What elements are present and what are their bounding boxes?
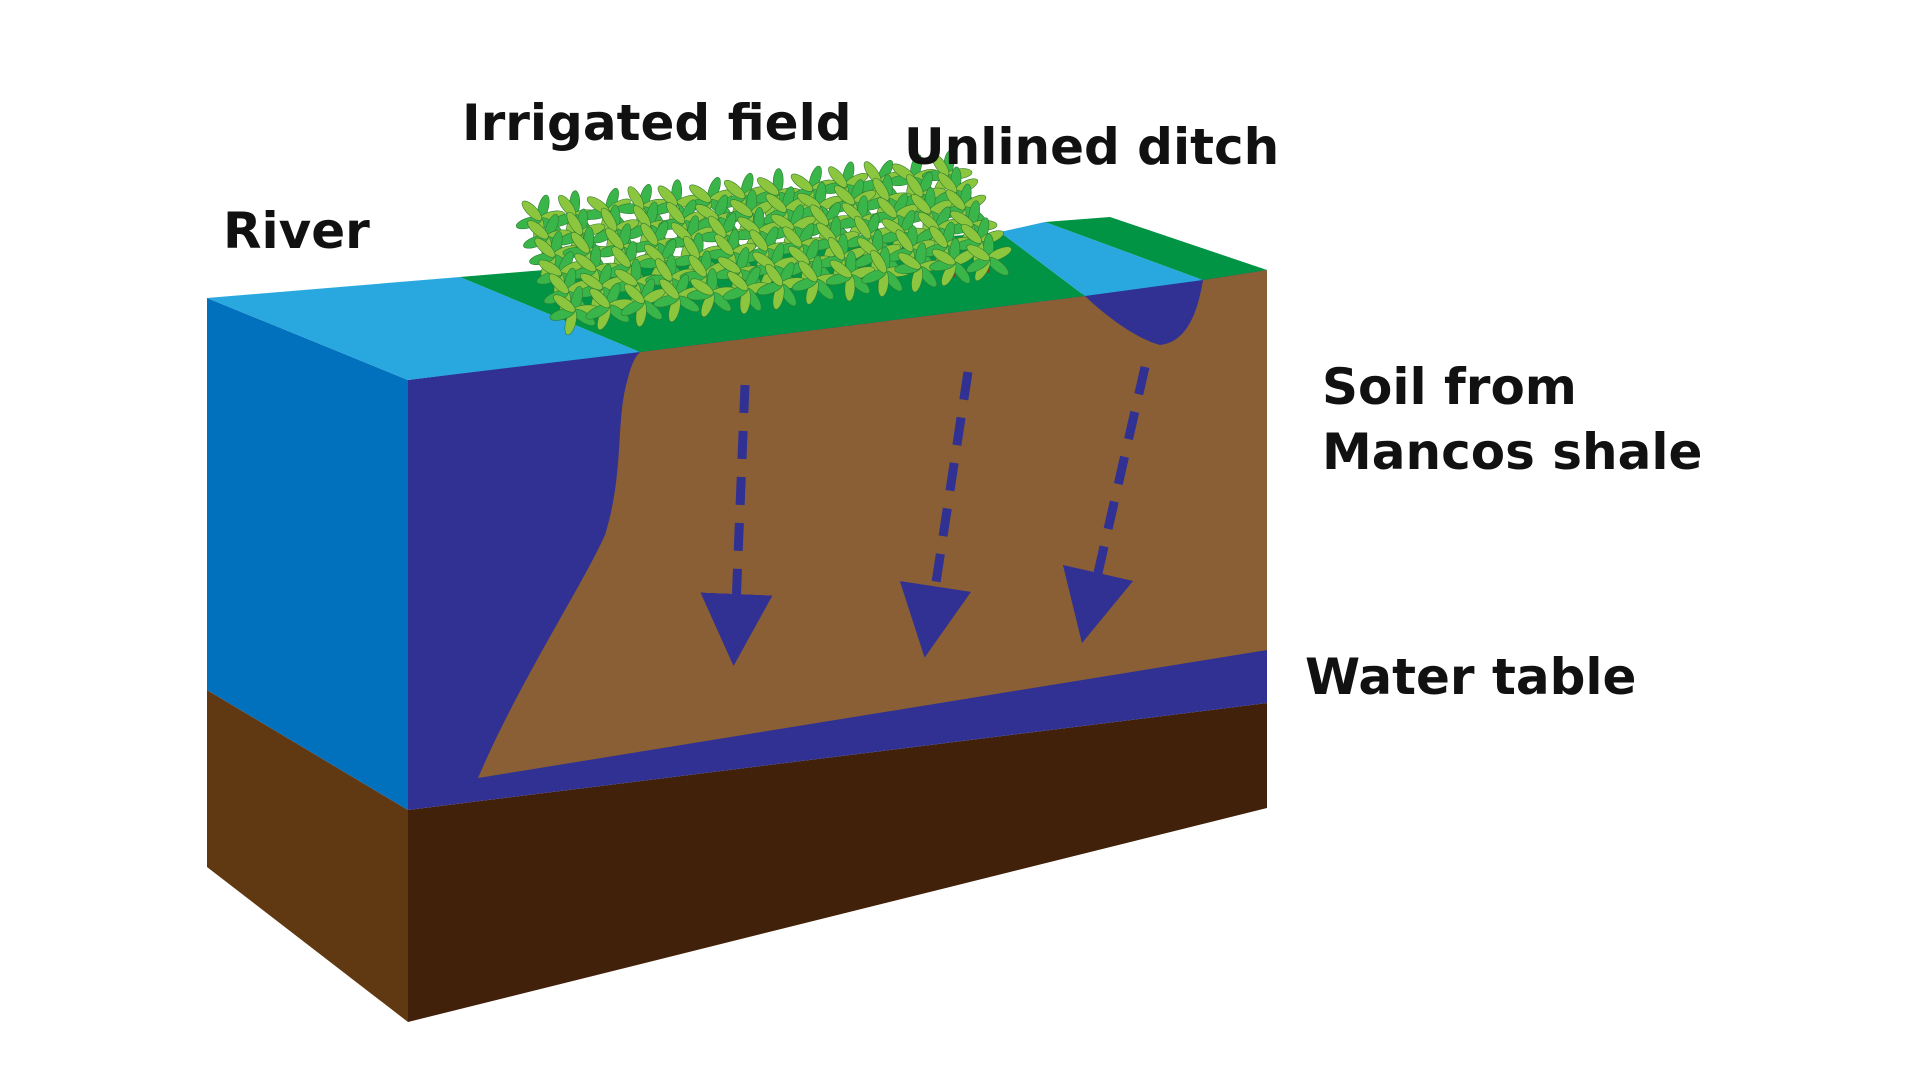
- river-label: River: [223, 202, 370, 260]
- crop-plant: [653, 274, 702, 323]
- unlined-ditch-label: Unlined ditch: [904, 118, 1280, 176]
- crop-plant: [966, 233, 1012, 282]
- bedrock-front-face: [408, 703, 1267, 1022]
- crop-plants: [516, 150, 1012, 336]
- soil-label-line2: Mancos shale: [1322, 423, 1703, 481]
- bedrock-side-face: [207, 690, 408, 1022]
- soil-label-line1: Soil from: [1322, 358, 1577, 416]
- irrigated-field-label: Irrigated field: [462, 94, 852, 152]
- crop-plant: [757, 262, 807, 310]
- seepage-arrow: [1062, 365, 1150, 644]
- crop-plant: [791, 255, 841, 305]
- crop-plant: [570, 244, 620, 296]
- crop-plant: [929, 237, 977, 287]
- crop-plant: [825, 250, 875, 302]
- soil-body: [478, 270, 1267, 778]
- seepage-arrow: [700, 384, 773, 666]
- seepage-arrow: [899, 371, 973, 658]
- river-side-face: [207, 298, 408, 810]
- river-top-surface: [207, 277, 640, 380]
- crop-plant: [549, 286, 600, 336]
- far-grass-strip: [1045, 217, 1267, 280]
- ditch-top-surface: [1000, 222, 1203, 296]
- water-table-label: Water table: [1305, 648, 1637, 706]
